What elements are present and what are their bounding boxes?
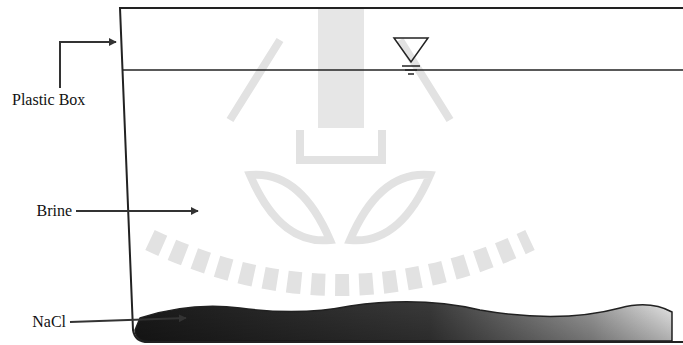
callout-label: Brine [36, 202, 72, 220]
water-surface [122, 69, 683, 71]
callout-label: Plastic Box [12, 91, 85, 109]
salt-shade [135, 302, 672, 341]
watermark-logo [150, 8, 530, 285]
water-level-symbol [394, 38, 428, 74]
leader-arrow [76, 210, 198, 212]
callout-label: NaCl [32, 313, 66, 331]
salt-deposit [135, 302, 672, 341]
plastic-box-outline [120, 8, 683, 342]
leader-arrow [60, 42, 116, 88]
leader-arrow [70, 318, 186, 322]
